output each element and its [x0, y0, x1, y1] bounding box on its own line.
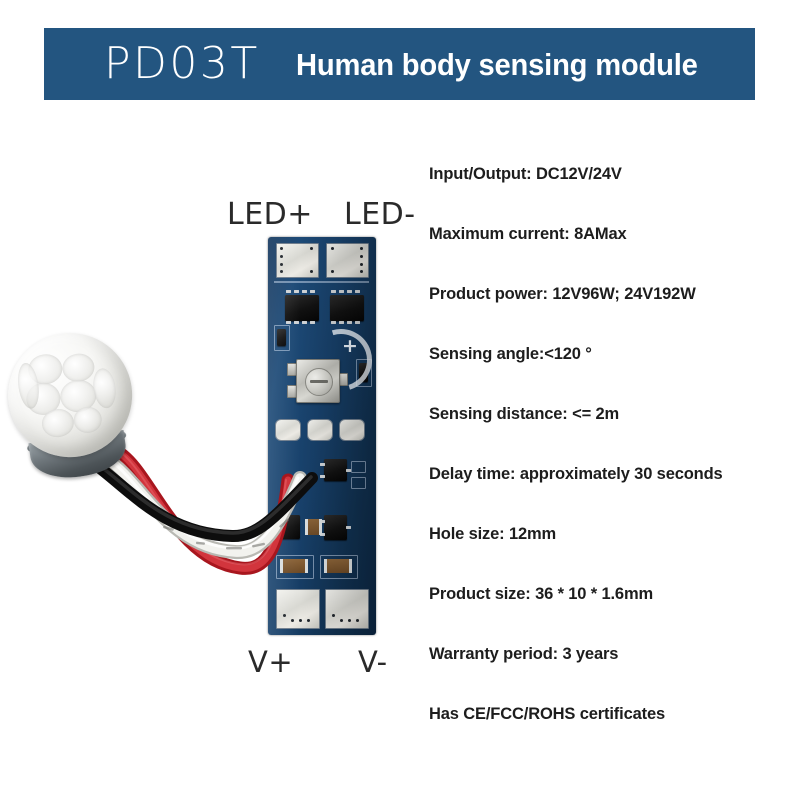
wire-solder-joint-v-red — [275, 419, 301, 441]
spec-certificates: Has CE/FCC/ROHS certificates — [429, 705, 666, 723]
solder-pad-led-positive — [276, 243, 319, 278]
wire-solder-joint-black — [339, 419, 365, 441]
spec-warranty-period: Warranty period: 3 years — [429, 645, 619, 663]
solder-pad-voltage-negative — [325, 589, 369, 629]
resistor-tan-mid — [305, 519, 322, 535]
wire-solder-joint-white — [307, 419, 333, 441]
transistor-sot-lower — [324, 515, 347, 540]
label-led-negative: LED- — [344, 197, 416, 232]
spec-delay-time: Delay time: approximately 30 seconds — [429, 465, 723, 483]
product-model-title: PD03T — [104, 38, 260, 89]
polarity-plus-marking: + — [342, 335, 358, 357]
pir-sensor-assembly — [0, 323, 160, 493]
spec-hole-size: Hole size: 12mm — [429, 525, 557, 543]
spec-maximum-current: Maximum current: 8AMax — [429, 225, 627, 243]
resistor-black-left — [278, 515, 300, 539]
spec-product-size: Product size: 36 * 10 * 1.6mm — [429, 585, 653, 603]
component-outline-left — [274, 325, 290, 351]
label-led-positive: LED+ — [227, 197, 313, 232]
specifications-list: Input/Output: DC12V/24V Maximum current:… — [429, 163, 789, 763]
product-subtitle: Human body sensing module — [295, 46, 698, 82]
header-banner: PD03T Human body sensing module — [44, 28, 755, 100]
mosfet-chip-left — [285, 295, 319, 321]
solder-pad-led-negative — [326, 243, 369, 278]
transistor-sot-upper — [324, 459, 347, 481]
label-voltage-negative: V- — [358, 645, 388, 679]
resistor-tan-lower-right — [324, 559, 352, 573]
label-voltage-positive: V+ — [248, 645, 294, 679]
mosfet-chip-right — [330, 295, 364, 321]
spec-input-output: Input/Output: DC12V/24V — [429, 165, 622, 183]
pcb-module-image: + — [268, 237, 376, 635]
component-outline-right — [356, 359, 372, 387]
solder-pad-voltage-positive — [276, 589, 320, 629]
spec-sensing-distance: Sensing distance: <= 2m — [429, 405, 620, 423]
spec-sensing-angle: Sensing angle:<120 ° — [429, 345, 592, 363]
spec-product-power: Product power: 12V96W; 24V192W — [429, 285, 696, 303]
adjustment-potentiometer — [296, 359, 340, 403]
silkscreen-divider — [274, 281, 369, 283]
